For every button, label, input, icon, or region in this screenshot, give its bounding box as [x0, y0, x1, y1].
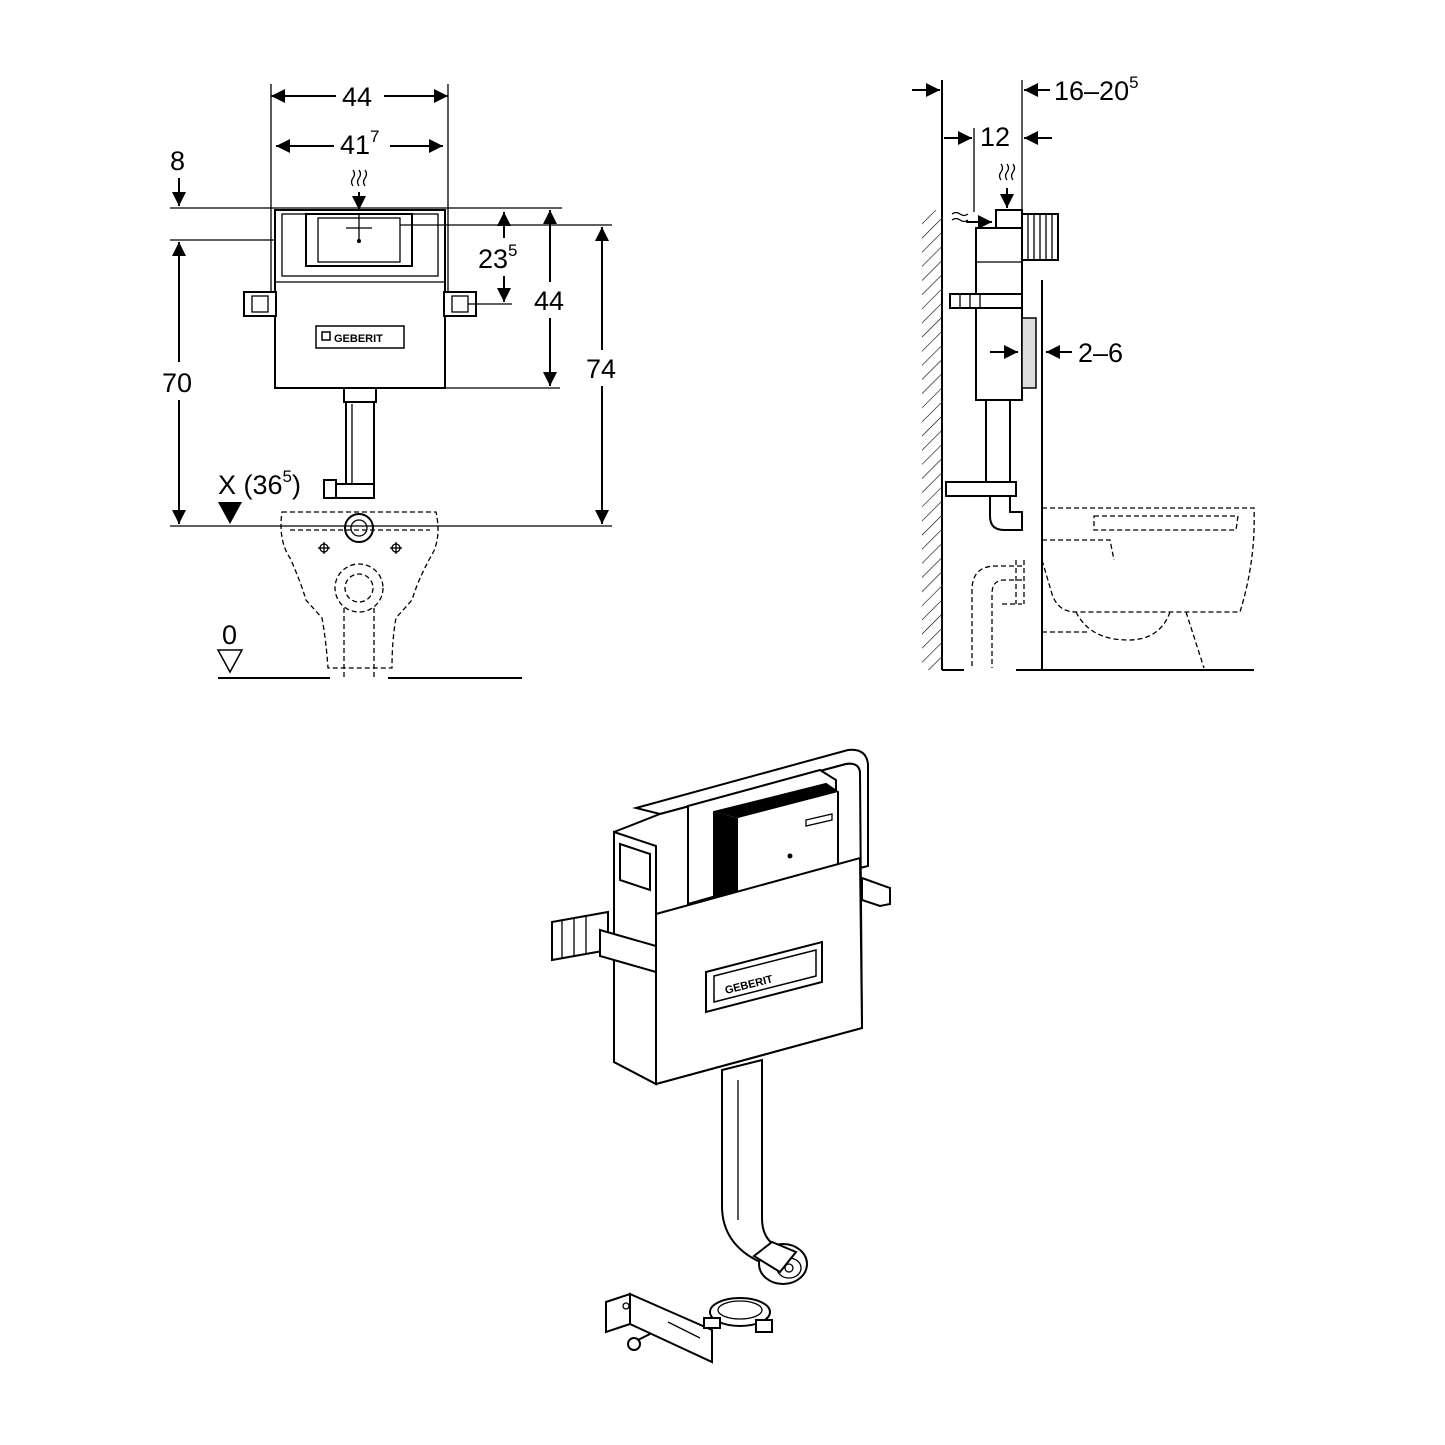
cistern-front: GEBERIT	[243, 209, 477, 543]
floor-level-label: 0	[222, 620, 237, 650]
svg-text:417: 417	[340, 127, 380, 160]
wall-hatch	[922, 210, 942, 670]
svg-text:8: 8	[170, 146, 185, 176]
dim-wall-offset-12: 12	[944, 122, 1052, 152]
svg-text:2–6: 2–6	[1078, 338, 1123, 368]
dim-wall-depth-16-20-5: 16–205	[912, 73, 1139, 106]
svg-text:16–205: 16–205	[1054, 73, 1139, 106]
front-view: GEBERIT	[162, 82, 616, 679]
side-view: 16–205 12 2–6	[912, 73, 1255, 671]
brand-logo: GEBERIT	[315, 325, 405, 349]
dim-height-74: 74	[586, 227, 616, 524]
dim-width-41-7: 417	[276, 127, 443, 160]
svg-text:235: 235	[478, 241, 518, 274]
isometric-view: GEBERIT	[551, 748, 891, 1364]
water-inlet-symbol	[350, 169, 368, 210]
svg-text:44: 44	[342, 82, 372, 112]
water-inlet-symbol-side	[951, 163, 1016, 229]
mounting-bracket	[605, 1292, 713, 1364]
cistern-side	[945, 209, 1059, 531]
dim-height-70: 70	[162, 242, 192, 524]
dim-panel-depth-2-6: 2–6	[990, 338, 1123, 368]
dim-width-44: 44	[271, 82, 448, 112]
connection-height-label: X (365)	[218, 467, 301, 524]
dim-flush-23-5: 235	[478, 212, 518, 302]
svg-text:GEBERIT: GEBERIT	[334, 333, 383, 345]
toilet-front-dashed	[280, 511, 439, 678]
pipe-clamp	[703, 1297, 773, 1333]
dim-top-offset-8: 8	[170, 146, 186, 206]
svg-text:X (365): X (365)	[218, 467, 301, 500]
svg-text:70: 70	[162, 368, 192, 398]
svg-text:12: 12	[980, 122, 1010, 152]
iso-brand-logo: GEBERIT	[705, 940, 823, 1014]
svg-text:74: 74	[586, 354, 616, 384]
svg-text:44: 44	[534, 286, 564, 316]
floor-level-marker	[216, 649, 244, 674]
dim-height-44: 44	[534, 210, 564, 386]
toilet-side-dashed	[971, 507, 1255, 669]
